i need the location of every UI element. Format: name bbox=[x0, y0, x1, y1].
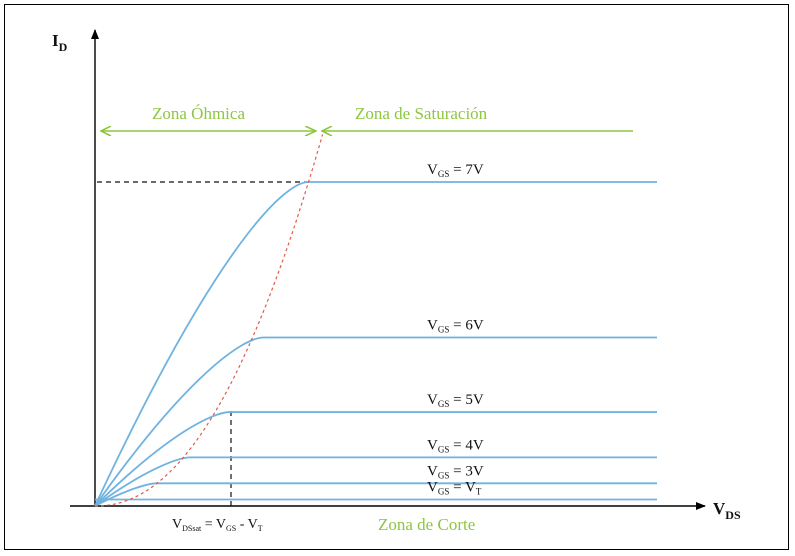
ohmic-zone-label: Zona Óhmica bbox=[152, 104, 245, 123]
diagram-frame bbox=[4, 4, 789, 550]
curve-vgs-3v bbox=[94, 482, 657, 507]
label-vgs-5v: VGS = 5V bbox=[427, 392, 484, 409]
output-curves bbox=[94, 181, 657, 507]
label-vgs-6v: VGS = 6V bbox=[427, 318, 484, 335]
vdsat-equation-label: VDSsat = VGS - VT bbox=[172, 517, 263, 533]
curve-vgs-4v bbox=[94, 456, 657, 507]
label-vgs-7v: VGS = 7V bbox=[427, 162, 484, 179]
curve-vgs-5v bbox=[94, 411, 657, 507]
x-axis-label: VDS bbox=[713, 499, 741, 522]
label-vgs-4v: VGS = 4V bbox=[427, 437, 484, 454]
curve-labels: VGS = 7V VGS = 6V VGS = 5V VGS = 4V VGS = 3V… bbox=[427, 162, 484, 497]
label-vgs-3v: VGS = 3V bbox=[427, 463, 484, 480]
curve-vgs-6v bbox=[94, 336, 657, 507]
saturation-boundary-parabola bbox=[94, 134, 324, 507]
label-vgs-vt: VGS = VT bbox=[427, 480, 482, 497]
y-axis-label: ID bbox=[52, 31, 68, 54]
saturation-zone-label: Zona de Saturación bbox=[355, 104, 488, 123]
cutoff-zone-label: Zona de Corte bbox=[378, 515, 475, 534]
curve-vgs-7v bbox=[94, 181, 657, 507]
